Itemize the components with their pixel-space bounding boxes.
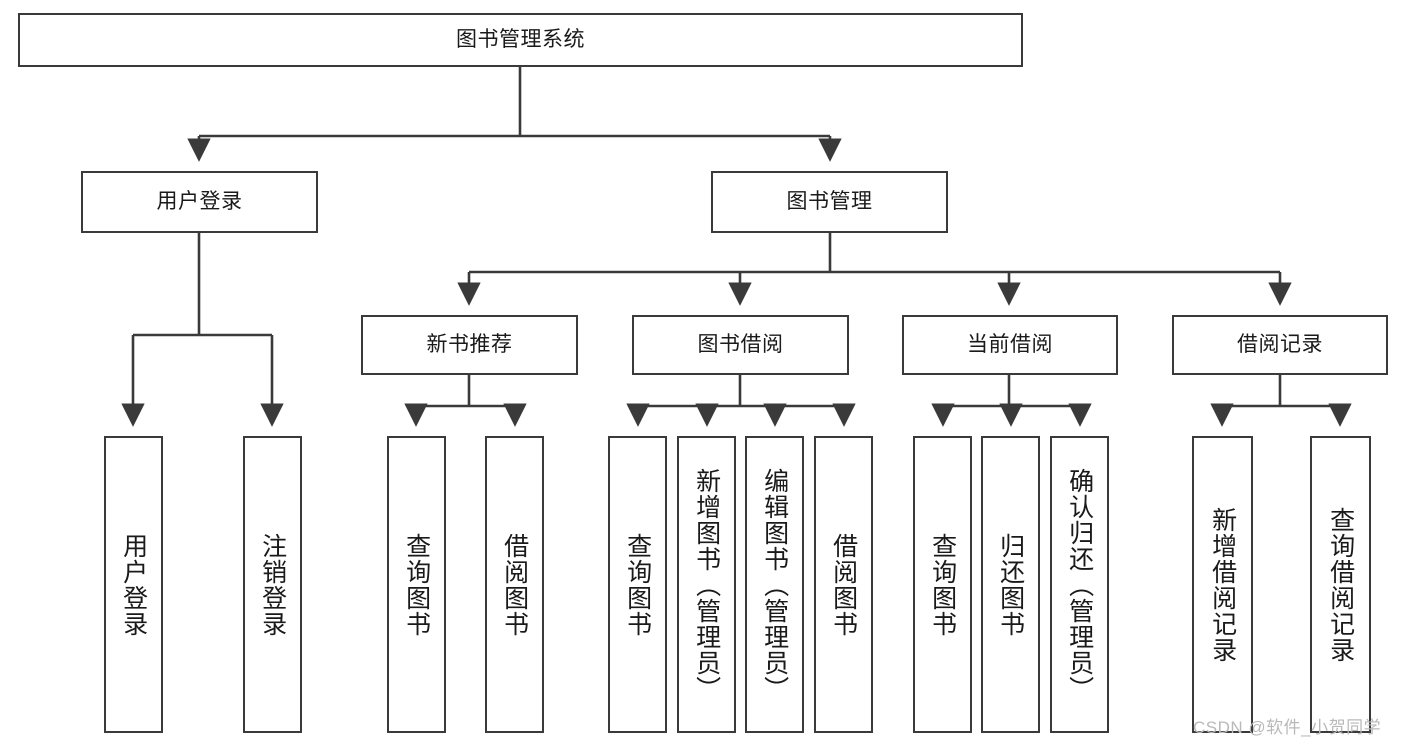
node-label: 当前借阅 bbox=[967, 333, 1053, 357]
node-label: 图书管理 bbox=[786, 190, 873, 214]
node-new-book-recommend[interactable]: 新书推荐 bbox=[361, 315, 578, 375]
node-borrow-record[interactable]: 借阅记录 bbox=[1172, 315, 1388, 375]
node-leaf-confirm-return[interactable]: 确认归还（管理员） bbox=[1050, 436, 1109, 733]
node-leaf-query-book-recommend[interactable]: 查询图书 bbox=[387, 436, 446, 733]
node-label: 新增图书（管理员） bbox=[692, 467, 721, 702]
node-label: 借阅记录 bbox=[1237, 333, 1323, 357]
node-label: 查询图书 bbox=[402, 532, 431, 637]
node-label: 归还图书 bbox=[996, 532, 1025, 637]
node-leaf-user-login[interactable]: 用户登录 bbox=[104, 436, 163, 733]
node-leaf-return-book[interactable]: 归还图书 bbox=[981, 436, 1040, 733]
node-user-login[interactable]: 用户登录 bbox=[81, 171, 318, 233]
node-root-book-management-system[interactable]: 图书管理系统 bbox=[18, 13, 1023, 67]
node-label: 编辑图书（管理员） bbox=[760, 467, 789, 702]
node-label: 借阅图书 bbox=[500, 532, 529, 637]
node-label: 查询借阅记录 bbox=[1326, 506, 1355, 663]
node-leaf-add-borrow-record[interactable]: 新增借阅记录 bbox=[1192, 436, 1253, 733]
node-label: 图书借阅 bbox=[697, 333, 784, 357]
node-label: 用户登录 bbox=[156, 190, 243, 214]
node-label: 新书推荐 bbox=[426, 333, 513, 357]
node-book-borrow[interactable]: 图书借阅 bbox=[632, 315, 849, 375]
node-label: 图书管理系统 bbox=[456, 28, 585, 52]
node-label: 新增借阅记录 bbox=[1208, 506, 1237, 663]
node-leaf-query-book-current[interactable]: 查询图书 bbox=[913, 436, 972, 733]
node-leaf-user-logout[interactable]: 注销登录 bbox=[243, 436, 302, 733]
node-leaf-query-borrow-record[interactable]: 查询借阅记录 bbox=[1310, 436, 1371, 733]
node-label: 借阅图书 bbox=[829, 532, 858, 637]
csdn-watermark: CSDN @软件_小贺同学 bbox=[1193, 718, 1382, 737]
node-label: 用户登录 bbox=[119, 532, 148, 637]
node-label: 确认归还（管理员） bbox=[1065, 467, 1094, 702]
node-leaf-borrow-book[interactable]: 借阅图书 bbox=[814, 436, 873, 733]
node-leaf-query-book-borrow[interactable]: 查询图书 bbox=[608, 436, 667, 733]
node-leaf-edit-book[interactable]: 编辑图书（管理员） bbox=[745, 436, 804, 733]
node-label: 查询图书 bbox=[623, 532, 652, 637]
node-leaf-borrow-book-recommend[interactable]: 借阅图书 bbox=[485, 436, 544, 733]
node-leaf-add-book[interactable]: 新增图书（管理员） bbox=[677, 436, 736, 733]
node-label: 注销登录 bbox=[258, 532, 287, 637]
node-book-management[interactable]: 图书管理 bbox=[711, 171, 948, 233]
node-current-borrow[interactable]: 当前借阅 bbox=[902, 315, 1118, 375]
node-label: 查询图书 bbox=[928, 532, 957, 637]
